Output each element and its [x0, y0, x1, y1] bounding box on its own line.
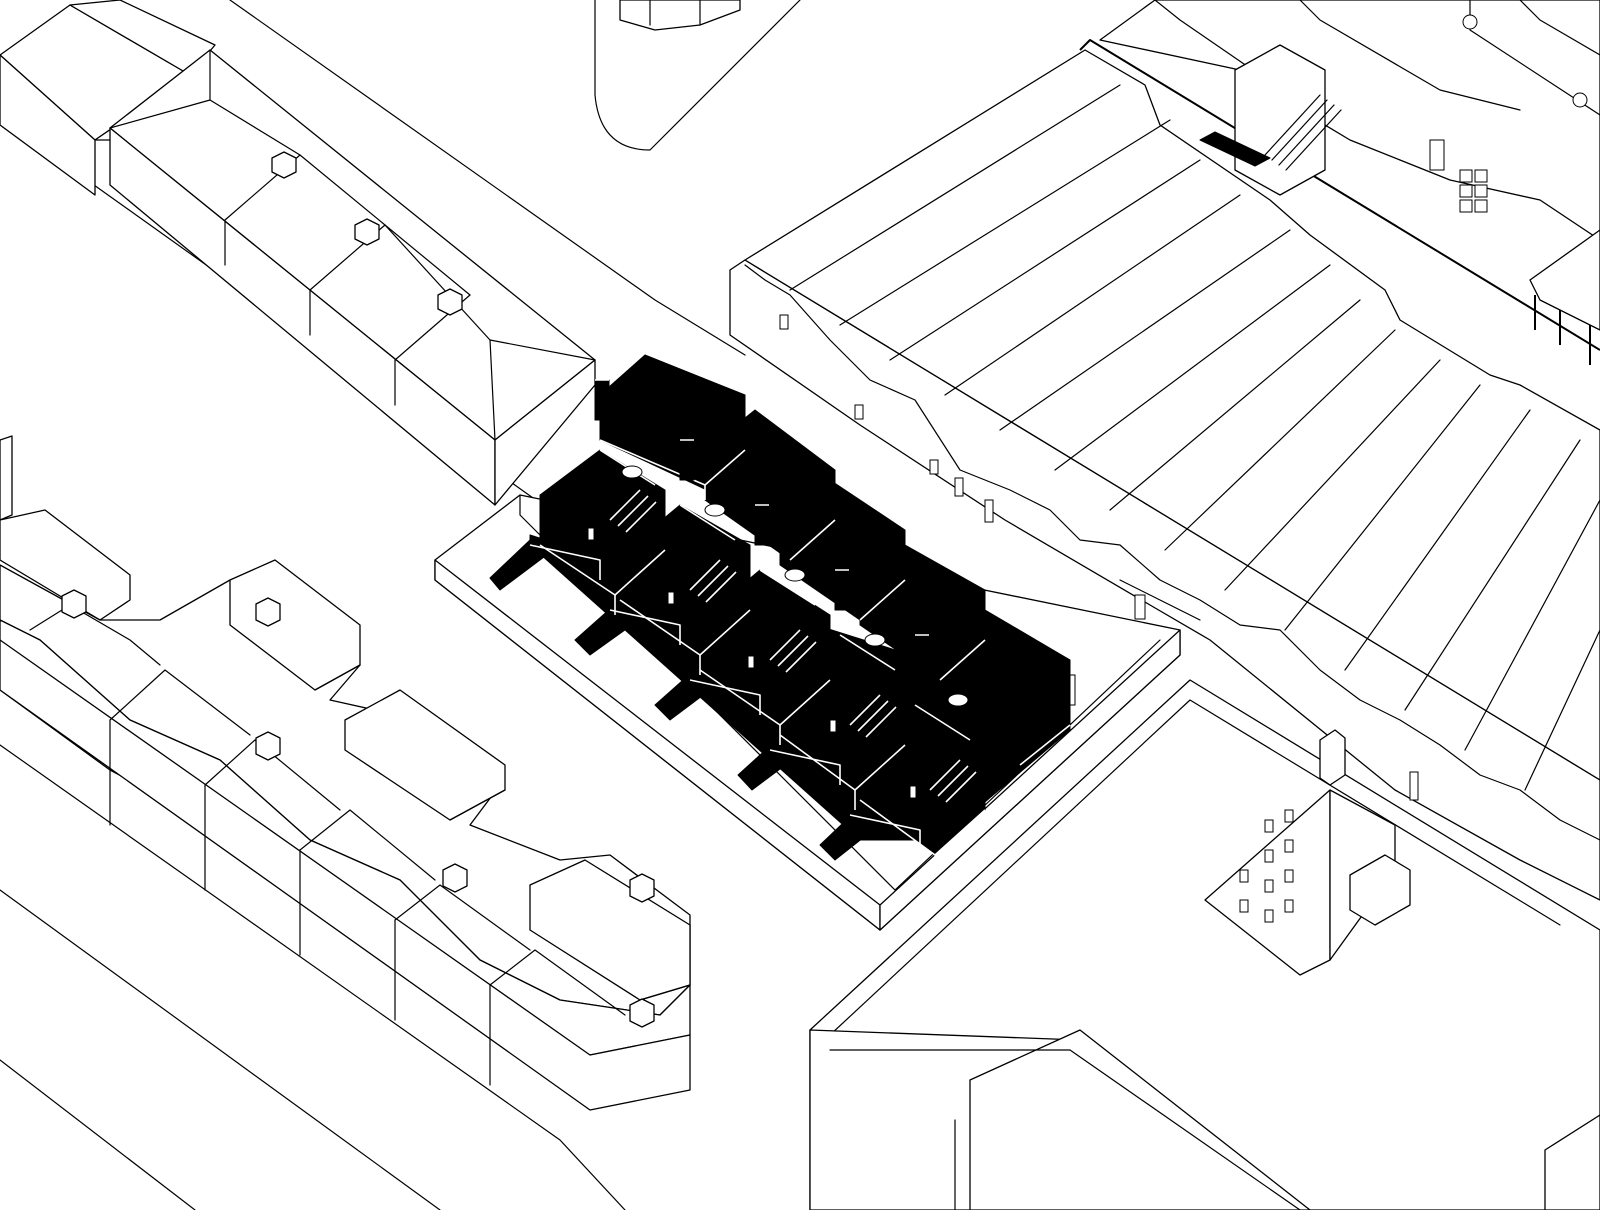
terrace-houses-top: [0, 0, 596, 506]
rear-warehouse-block: [1099, 0, 1600, 365]
courtyard-block: [809, 679, 1600, 1210]
terrace-houses-bottom: [0, 435, 691, 1111]
corner-building-top: [619, 0, 741, 31]
new-housing-cluster: [489, 354, 1076, 861]
industrial-shed: [729, 39, 1600, 901]
